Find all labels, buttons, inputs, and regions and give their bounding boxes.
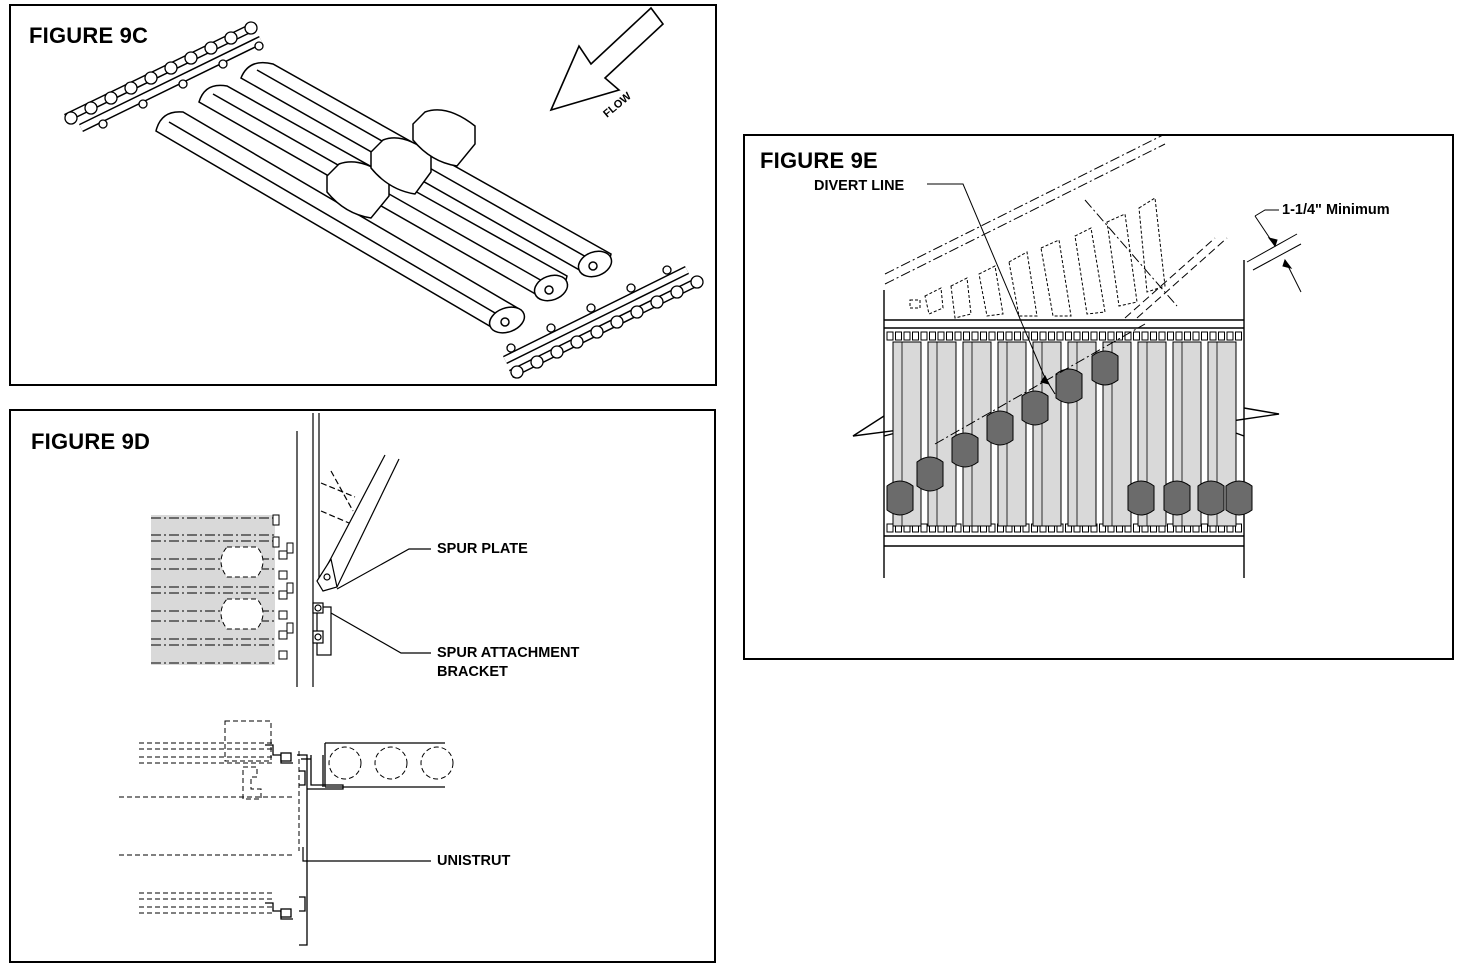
chain-link [937, 331, 945, 341]
spur-conveyor-outline [884, 136, 1228, 319]
divert-shoes [886, 350, 1253, 516]
divert-shoe [1091, 350, 1119, 386]
chain-link [1235, 331, 1242, 341]
chain-link [954, 523, 962, 533]
section-view [119, 720, 454, 946]
chain-link [1167, 331, 1174, 341]
frame-and-spur-plate [296, 413, 400, 687]
spur-attachment-bracket [312, 602, 332, 656]
chain-link [963, 331, 970, 341]
minimum-clearance-label: 1-1/4" Minimum [1282, 202, 1390, 218]
figure-9c-title: FIGURE 9C [29, 23, 149, 48]
chain-link [886, 523, 894, 533]
divert-shoe [1055, 368, 1083, 404]
chain-link [895, 331, 902, 341]
chain-link [903, 331, 911, 341]
chain-link [1184, 331, 1191, 341]
chain-link [1133, 523, 1140, 533]
divert-line [927, 183, 1146, 445]
divert-shoe [986, 410, 1014, 446]
chain-link [1099, 331, 1106, 341]
chain-link [1116, 331, 1123, 341]
chain-link [1201, 523, 1208, 533]
divert-shoes [326, 109, 476, 219]
flow-arrow: FLOW [549, 6, 665, 120]
chain-link [1167, 523, 1174, 533]
chain-link [1175, 331, 1183, 341]
chain-link [1065, 331, 1072, 341]
chain-link [1158, 331, 1166, 341]
spur-attachment-bracket-label-line2: BRACKET [437, 664, 508, 680]
divert-shoe [1163, 480, 1191, 516]
chain-link [1048, 331, 1055, 341]
divert-line-label: DIVERT LINE [814, 178, 905, 194]
chain-link [1073, 331, 1081, 341]
figure-9c-drawing: FLOW [64, 6, 704, 379]
chain-link [1014, 331, 1021, 341]
chain-link [920, 523, 928, 533]
conveyor-slat [1032, 341, 1062, 527]
chain-link [980, 331, 987, 341]
chain-link [912, 331, 919, 341]
top-view-slats [151, 514, 294, 665]
chain-link [1192, 331, 1200, 341]
minimum-dimension [1246, 209, 1302, 293]
chain-link [1082, 331, 1089, 341]
figure-9e-title: FIGURE 9E [760, 148, 878, 173]
chain-link [1039, 331, 1047, 341]
figure-9d-drawing [119, 413, 454, 946]
divert-shoe [1197, 480, 1225, 516]
conveyor-slat [927, 341, 957, 527]
chain-link [929, 331, 936, 341]
divert-shoe [1225, 480, 1253, 516]
chain-link [954, 331, 962, 341]
chain-link [988, 331, 996, 341]
chain-link [920, 331, 928, 341]
figure-9d-panel: FIGURE 9D SPUR PLATE SPUR ATTACHMENT BRA… [9, 409, 716, 963]
figure-9d-title: FIGURE 9D [31, 429, 151, 454]
leader-lines-9d [302, 548, 431, 862]
chain-upper-left [64, 21, 264, 133]
figure-9c-panel: FIGURE 9C FLOW [9, 4, 717, 386]
chain-link [988, 523, 996, 533]
chain-link [1005, 331, 1013, 341]
chain-link [1056, 331, 1064, 341]
chain-link [1150, 331, 1157, 341]
chain-lower-right [503, 265, 704, 379]
chain-link [1133, 331, 1140, 341]
chain-link [1218, 331, 1225, 341]
divert-shoe [916, 456, 944, 492]
divert-shoe [951, 432, 979, 468]
chain-link [971, 331, 979, 341]
chain-link [1209, 331, 1217, 341]
divert-shoe [1021, 390, 1049, 426]
chain-link [1141, 331, 1149, 341]
chain-link [1031, 331, 1038, 341]
divert-shoe [1127, 480, 1155, 516]
chain-link [1090, 331, 1098, 341]
chain-link [1235, 523, 1242, 533]
figure-9e-drawing [852, 136, 1302, 578]
chain-link [886, 331, 894, 341]
unistrut-label: UNISTRUT [437, 853, 511, 869]
spur-attachment-bracket-label-line1: SPUR ATTACHMENT [437, 645, 580, 661]
chain-link [946, 331, 953, 341]
divert-shoe [886, 480, 914, 516]
chain-link [1107, 331, 1115, 341]
chain-link [997, 331, 1004, 341]
chain-link [1226, 331, 1234, 341]
figure-9e-panel: FIGURE 9E DIVERT LINE 1-1/4" Minimum [743, 134, 1454, 660]
chain-link [1201, 331, 1208, 341]
spur-plate-label: SPUR PLATE [437, 541, 528, 557]
